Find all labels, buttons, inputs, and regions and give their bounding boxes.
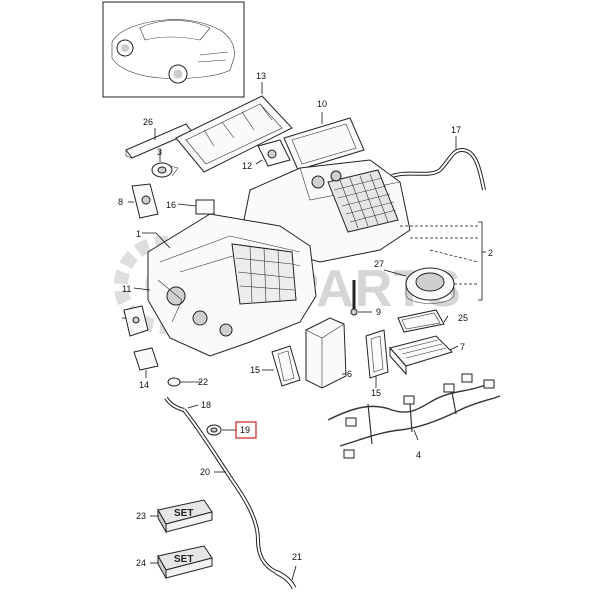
callout-24: 24	[136, 558, 146, 568]
part-13-frame	[175, 95, 293, 173]
part-27-blower	[405, 267, 455, 304]
part-18-pipe	[164, 396, 185, 412]
callout-26: 26	[143, 117, 153, 127]
callout-12: 12	[242, 161, 252, 171]
callout-1: 1	[136, 229, 141, 239]
set-23-label: SET	[174, 508, 193, 519]
part-15-gasket-right	[365, 329, 389, 379]
callout-22: 22	[198, 377, 208, 387]
callout-14: 14	[139, 380, 149, 390]
set-box-24: SET	[157, 545, 213, 580]
vehicle-thumbnail	[102, 1, 245, 98]
callout-25: 25	[458, 313, 468, 323]
callout-10: 10	[317, 99, 327, 109]
leader-lines	[122, 82, 459, 581]
callout-15-left: 15	[250, 365, 260, 375]
part-15-gasket-left	[271, 345, 301, 387]
callout-23: 23	[136, 511, 146, 521]
callout-21: 21	[292, 552, 302, 562]
callout-15-right: 15	[371, 388, 381, 398]
part-16-clip	[195, 199, 215, 215]
callout-13: 13	[256, 71, 266, 81]
callout-11: 11	[122, 284, 131, 294]
part-10-gasket	[283, 117, 365, 171]
callout-labels: 1 2 3 4 6 7 8 9 10 11 12 13 14 15 15 16 …	[118, 71, 493, 568]
callout-6: 6	[347, 369, 352, 379]
main-hvac-housing	[147, 213, 317, 357]
part-11-actuator	[123, 305, 149, 337]
callout-16: 16	[166, 200, 176, 210]
part-19-highlight-box	[235, 421, 257, 439]
part-9-rod	[350, 280, 358, 316]
callout-2: 2	[488, 248, 493, 258]
callout-3: 3	[157, 147, 162, 157]
part-25-filter	[397, 309, 445, 333]
assembly-2-bracket	[400, 221, 486, 301]
part-21-fitting	[274, 569, 297, 590]
part-17-hose	[391, 147, 486, 191]
set-24-label: SET	[174, 554, 193, 565]
part-19-grommet	[206, 424, 222, 436]
part-14-sensor	[133, 347, 159, 371]
part-20-hose	[182, 408, 277, 574]
callout-19: 19	[240, 425, 250, 435]
callout-18: 18	[201, 400, 211, 410]
callout-8: 8	[118, 197, 123, 207]
set-box-23: SET	[157, 499, 213, 534]
part-3-cylinder	[151, 162, 179, 178]
part-6-duct	[305, 317, 347, 389]
part-22-cap	[167, 377, 181, 387]
part-4-harness	[327, 373, 501, 459]
part-7-module	[389, 335, 453, 376]
callout-27: 27	[374, 259, 384, 269]
part-12-actuator	[257, 139, 291, 167]
callout-20: 20	[200, 467, 210, 477]
callout-4: 4	[416, 450, 421, 460]
part-8-actuator	[131, 183, 159, 219]
callout-9: 9	[376, 307, 381, 317]
callout-7: 7	[460, 342, 465, 352]
callout-17: 17	[451, 125, 461, 135]
